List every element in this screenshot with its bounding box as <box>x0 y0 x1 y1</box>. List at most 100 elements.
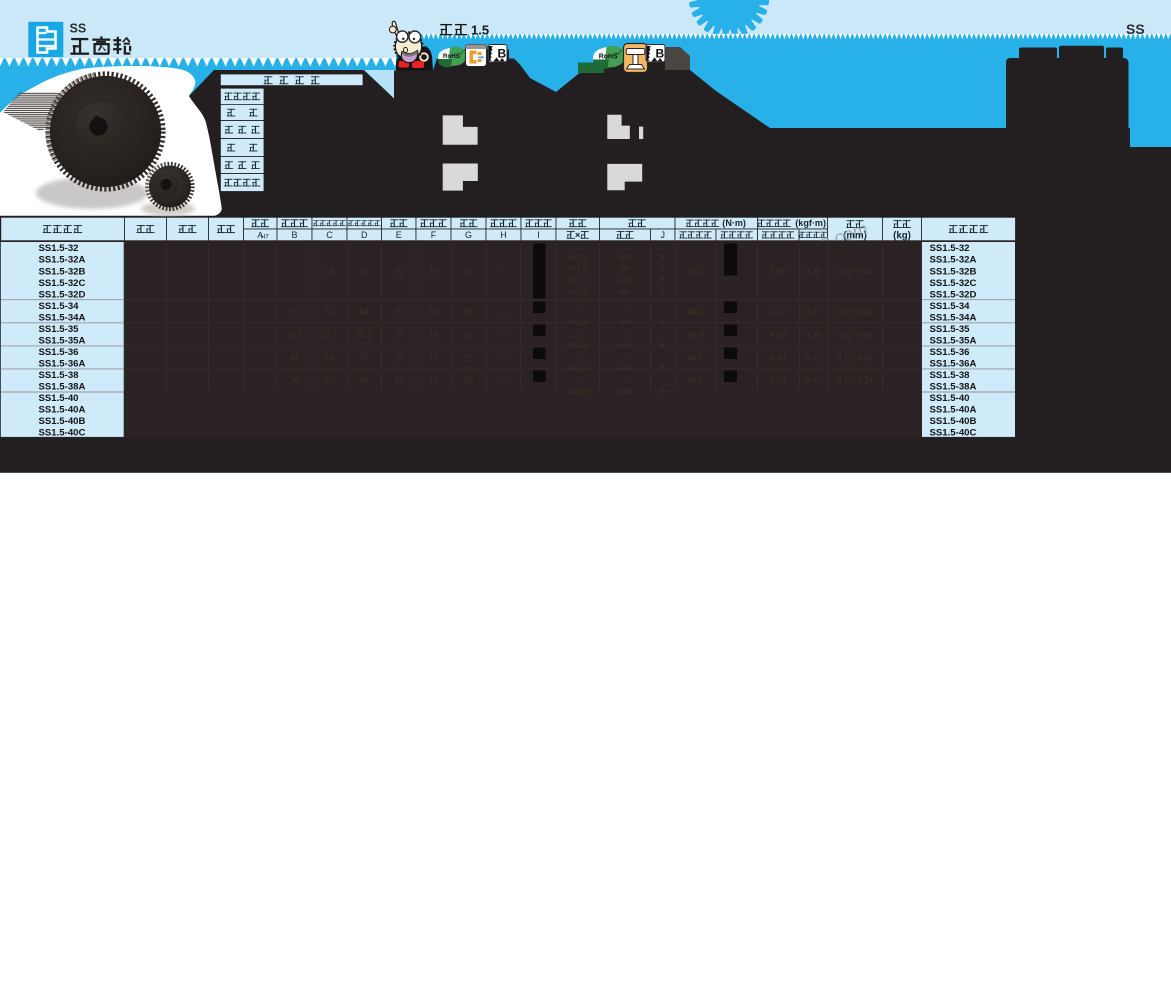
svg-text:37.3: 37.3 <box>688 267 704 276</box>
svg-text:SS1.5-32: SS1.5-32 <box>39 243 79 254</box>
svg-text:M4: M4 <box>620 317 630 326</box>
svg-text:0.12~0.24: 0.12~0.24 <box>837 267 873 276</box>
svg-text:5×2.3: 5×2.3 <box>568 275 587 284</box>
svg-text:25: 25 <box>464 330 473 339</box>
svg-text:25: 25 <box>464 376 473 385</box>
svg-text:4.28: 4.28 <box>770 330 786 339</box>
svg-text:5: 5 <box>661 386 665 395</box>
svg-text:—: — <box>500 376 508 385</box>
svg-text:60: 60 <box>360 376 369 385</box>
svg-text:SS1.5-36A: SS1.5-36A <box>930 359 977 370</box>
svg-text:SS1.5-32B: SS1.5-32B <box>930 266 977 277</box>
svg-text:—: — <box>574 244 582 253</box>
svg-text:34: 34 <box>290 353 299 362</box>
svg-text:G: G <box>465 230 472 240</box>
svg-text:F: F <box>431 230 437 240</box>
svg-text:5×2.3: 5×2.3 <box>568 287 587 296</box>
svg-text:(N·m): (N·m) <box>722 218 746 228</box>
svg-text:5: 5 <box>661 287 665 296</box>
svg-text:—: — <box>574 306 582 315</box>
svg-text:RoHS: RoHS <box>599 54 618 61</box>
svg-text:M4: M4 <box>620 386 630 395</box>
svg-text:M4: M4 <box>620 340 630 349</box>
svg-text:4×1.8: 4×1.8 <box>568 252 587 261</box>
svg-text:15: 15 <box>394 330 403 339</box>
svg-text:1.5: 1.5 <box>471 22 489 37</box>
svg-text:SS: SS <box>70 22 87 36</box>
svg-text:52.5: 52.5 <box>322 330 338 339</box>
svg-text:SS1.5-38: SS1.5-38 <box>39 370 80 381</box>
svg-text:—: — <box>500 307 508 316</box>
svg-text:57: 57 <box>325 376 334 385</box>
svg-text:SS1.5-38A: SS1.5-38A <box>39 382 86 393</box>
svg-text:B: B <box>656 47 665 61</box>
svg-text:—: — <box>621 244 629 253</box>
svg-text:A: A <box>257 230 263 240</box>
svg-text:(kgf·m): (kgf·m) <box>795 218 826 228</box>
svg-text:4×1.8: 4×1.8 <box>568 340 587 349</box>
svg-text:SS1.5-40: SS1.5-40 <box>39 393 79 404</box>
svg-text:5: 5 <box>661 264 665 273</box>
svg-text:SS1.5-40A: SS1.5-40A <box>39 405 86 416</box>
svg-text:32.5: 32.5 <box>287 330 303 339</box>
svg-text:SS1.5-40A: SS1.5-40A <box>930 405 977 416</box>
svg-text:—: — <box>574 352 582 361</box>
svg-text:M4: M4 <box>620 363 630 372</box>
svg-text:E: E <box>396 230 402 240</box>
svg-text:36: 36 <box>290 376 299 385</box>
svg-text:48: 48 <box>325 267 334 276</box>
svg-text:J: J <box>660 230 665 240</box>
svg-text:SS1.5-40: SS1.5-40 <box>930 393 970 404</box>
svg-text:D: D <box>361 230 368 240</box>
svg-text:H: H <box>500 230 507 240</box>
svg-text:5: 5 <box>661 363 665 372</box>
svg-text:0.39: 0.39 <box>805 330 821 339</box>
svg-text:M4: M4 <box>620 287 630 296</box>
svg-text:10: 10 <box>429 307 438 316</box>
svg-text:15: 15 <box>394 307 403 316</box>
svg-text:SS1.5-35A: SS1.5-35A <box>39 335 86 346</box>
svg-text:0.37: 0.37 <box>805 307 821 316</box>
svg-text:—: — <box>500 330 508 339</box>
svg-text:—: — <box>621 352 629 361</box>
svg-text:SS1.5-34: SS1.5-34 <box>930 301 971 312</box>
svg-text:SS1.5-35: SS1.5-35 <box>930 324 971 335</box>
svg-text:—: — <box>621 306 629 315</box>
svg-text:15: 15 <box>394 267 403 276</box>
svg-text:41.9: 41.9 <box>688 330 704 339</box>
svg-text:51: 51 <box>325 307 334 316</box>
svg-text:5×2.3: 5×2.3 <box>568 386 587 395</box>
svg-text:RoHS: RoHS <box>443 53 460 60</box>
svg-text:M4: M4 <box>620 275 630 284</box>
svg-text:—: — <box>621 375 629 384</box>
svg-text:SS1.5-40B: SS1.5-40B <box>39 416 86 427</box>
svg-text:4×1.8: 4×1.8 <box>568 363 587 372</box>
svg-text:SS1.5-34A: SS1.5-34A <box>930 312 977 323</box>
svg-text:4×1.8: 4×1.8 <box>568 317 587 326</box>
svg-text:25: 25 <box>464 353 473 362</box>
svg-text:SS1.5-35: SS1.5-35 <box>39 324 80 335</box>
svg-text:31: 31 <box>290 307 299 316</box>
svg-text:—: — <box>621 329 629 338</box>
svg-text:55.5: 55.5 <box>356 330 372 339</box>
svg-text:4.43: 4.43 <box>770 353 786 362</box>
svg-text:5: 5 <box>661 340 665 349</box>
svg-text:SS1.5-32A: SS1.5-32A <box>39 255 86 266</box>
svg-text:SS1.5-36: SS1.5-36 <box>39 347 79 358</box>
svg-text:SS1.5-38A: SS1.5-38A <box>930 382 977 393</box>
svg-text:51: 51 <box>360 267 369 276</box>
svg-text:25: 25 <box>464 267 473 276</box>
svg-text:SS1.5-40C: SS1.5-40C <box>930 428 977 439</box>
svg-text:25: 25 <box>464 307 473 316</box>
svg-text:40.4: 40.4 <box>688 307 704 316</box>
svg-text:SS1.5-32: SS1.5-32 <box>930 243 970 254</box>
svg-text:SS1.5-34A: SS1.5-34A <box>39 312 86 323</box>
svg-text:(mm): (mm) <box>843 231 867 242</box>
svg-text:—: — <box>500 267 508 276</box>
svg-text:0.12~0.24: 0.12~0.24 <box>837 376 873 385</box>
svg-text:M4: M4 <box>620 252 630 261</box>
svg-text:SS1.5-34: SS1.5-34 <box>39 301 80 312</box>
svg-text:0.12~0.24: 0.12~0.24 <box>837 307 873 316</box>
svg-text:SS1.5-32C: SS1.5-32C <box>930 278 977 289</box>
svg-text:SS1.5-40C: SS1.5-40C <box>39 428 86 439</box>
